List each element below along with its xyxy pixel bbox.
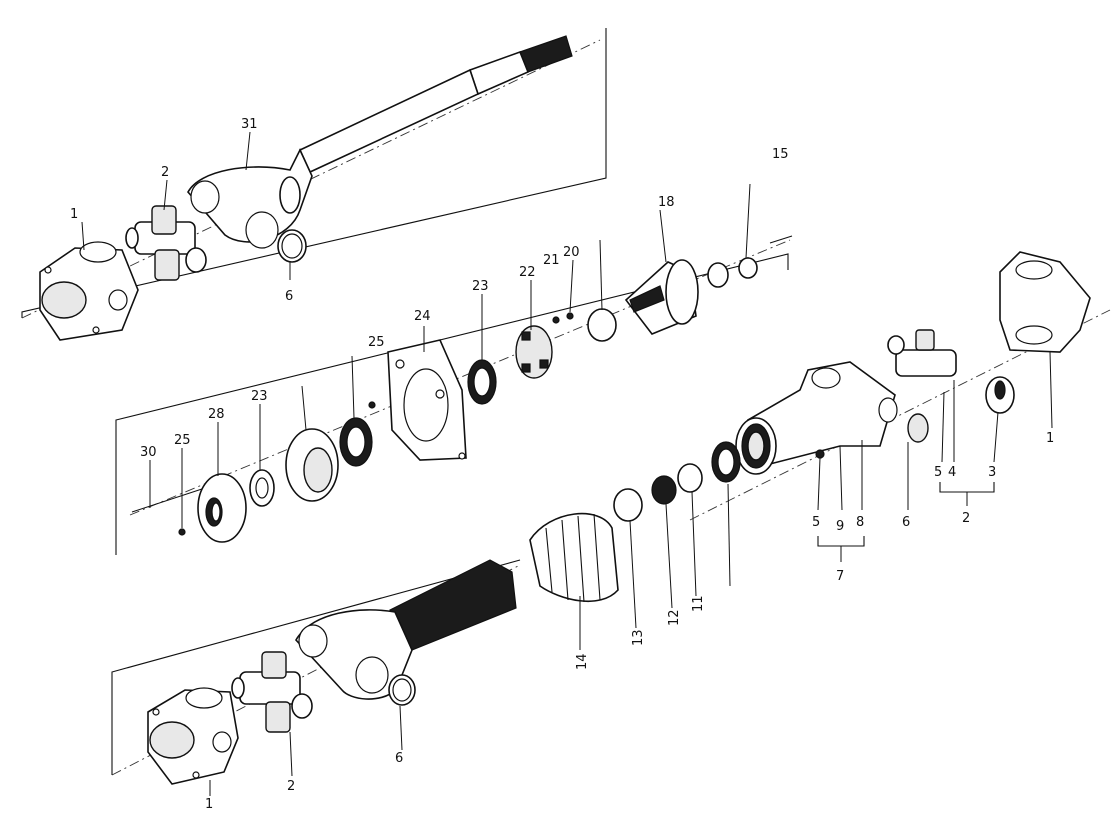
label-31: 31 [241, 117, 258, 132]
label-5-right: 5 [934, 465, 942, 480]
top-slip-yoke [187, 148, 313, 249]
label-18: 18 [658, 195, 675, 210]
label-25-upper: 25 [368, 335, 385, 350]
right-universal-joint-cross [887, 329, 957, 377]
bottom-universal-joint-cross [231, 651, 313, 733]
washer-16 [707, 262, 729, 288]
center-bearing-assembly [115, 235, 793, 555]
label-24: 24 [414, 309, 431, 324]
splined-sleeve [624, 259, 699, 335]
clamp-11 [677, 463, 703, 493]
label-4: 4 [948, 465, 956, 480]
label-20: 20 [563, 245, 580, 260]
end-cap [587, 308, 617, 342]
label-1: 1 [70, 207, 78, 222]
grease-nipple-21 [552, 316, 560, 324]
top-frame-outline [21, 28, 607, 318]
label-30: 30 [140, 445, 157, 460]
label-7: 7 [836, 569, 844, 584]
top-spline-end [468, 35, 573, 96]
grease-nipple-20 [566, 312, 574, 320]
label-6-right: 6 [902, 515, 910, 530]
label-2-bottom: 2 [287, 779, 295, 794]
dust-cover [285, 428, 339, 502]
bottom-frame-outline [111, 559, 521, 775]
bottom-spline-shaft [389, 559, 517, 651]
bolt-15 [769, 235, 793, 244]
coupling-hub [515, 325, 553, 379]
bracket-group-7 [817, 536, 865, 547]
top-flange-yoke [39, 241, 139, 341]
label-25-lower: 25 [174, 433, 191, 448]
right-centerline [689, 309, 1111, 521]
label-6-bottom: 6 [395, 751, 403, 766]
companion-flange [197, 473, 247, 543]
center-bearing [339, 401, 376, 467]
top-universal-joint-cross [125, 205, 207, 281]
leader-lines [81, 131, 1053, 796]
label-6: 6 [285, 289, 293, 304]
label-11: 11 [691, 595, 706, 612]
nut-16 [738, 257, 758, 279]
label-8: 8 [856, 515, 864, 530]
label-2-right: 2 [962, 511, 970, 526]
right-flange-yoke [999, 251, 1091, 353]
label-23-lower: 23 [251, 389, 268, 404]
bracket-group-2 [939, 482, 995, 493]
label-22: 22 [519, 265, 536, 280]
clamp-12 [651, 475, 677, 505]
part-number-labels: 1 2 31 6 15 18 20 21 22 23 24 25 23 28 2… [70, 117, 1054, 812]
right-slip-section [529, 251, 1111, 603]
middle-frame-outline [115, 253, 789, 555]
label-28: 28 [208, 407, 225, 422]
label-1-right: 1 [1046, 431, 1054, 446]
clamp-13 [613, 488, 643, 522]
splined-bore [735, 417, 777, 475]
label-2: 2 [161, 165, 169, 180]
label-3: 3 [988, 465, 996, 480]
label-12: 12 [667, 609, 682, 626]
bolt-30 [131, 487, 206, 513]
bearing-support-bracket [387, 339, 467, 461]
right-snap-ring [907, 413, 929, 443]
top-shaft-assembly [21, 28, 607, 341]
rubber-boot [529, 512, 619, 603]
label-21: 21 [543, 253, 560, 268]
slip-yoke [746, 361, 898, 465]
label-14: 14 [575, 653, 590, 670]
label-1-bottom: 1 [205, 797, 213, 812]
label-5-mid: 5 [812, 515, 820, 530]
label-13: 13 [631, 629, 646, 646]
top-shaft-tube [298, 68, 479, 174]
label-15: 15 [772, 147, 789, 162]
bottom-slip-yoke [295, 609, 413, 700]
label-9: 9 [836, 519, 844, 534]
label-23-upper: 23 [472, 279, 489, 294]
bottom-shaft-assembly [111, 559, 521, 785]
bottom-flange-yoke [147, 687, 239, 785]
